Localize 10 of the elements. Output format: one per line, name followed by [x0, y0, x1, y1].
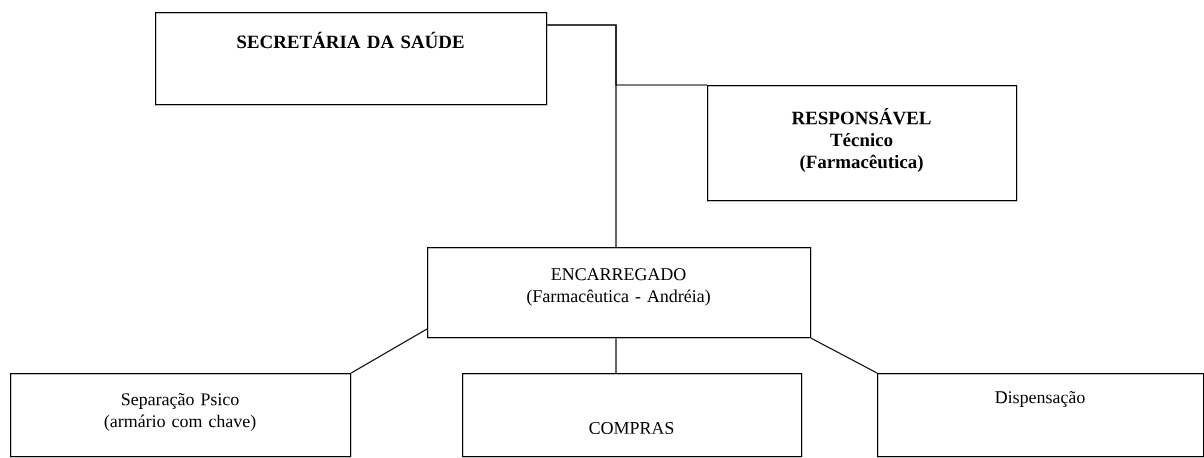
org-box: Separação Psico (armário com chave)	[10, 373, 352, 458]
org-box: SECRETÁRIA DA SAÚDE	[155, 12, 548, 106]
connector-line	[810, 337, 878, 374]
org-box: COMPRAS	[462, 373, 803, 458]
connector-line	[350, 328, 428, 374]
org-box: Dispensação	[877, 373, 1204, 458]
org-box: RESPONSÁVEL Técnico (Farmacêutica)	[707, 85, 1018, 202]
connector-line	[546, 24, 708, 86]
org-box: ENCARREGADO (Farmacêutica - Andréia)	[427, 247, 812, 339]
connector-line	[615, 337, 617, 374]
